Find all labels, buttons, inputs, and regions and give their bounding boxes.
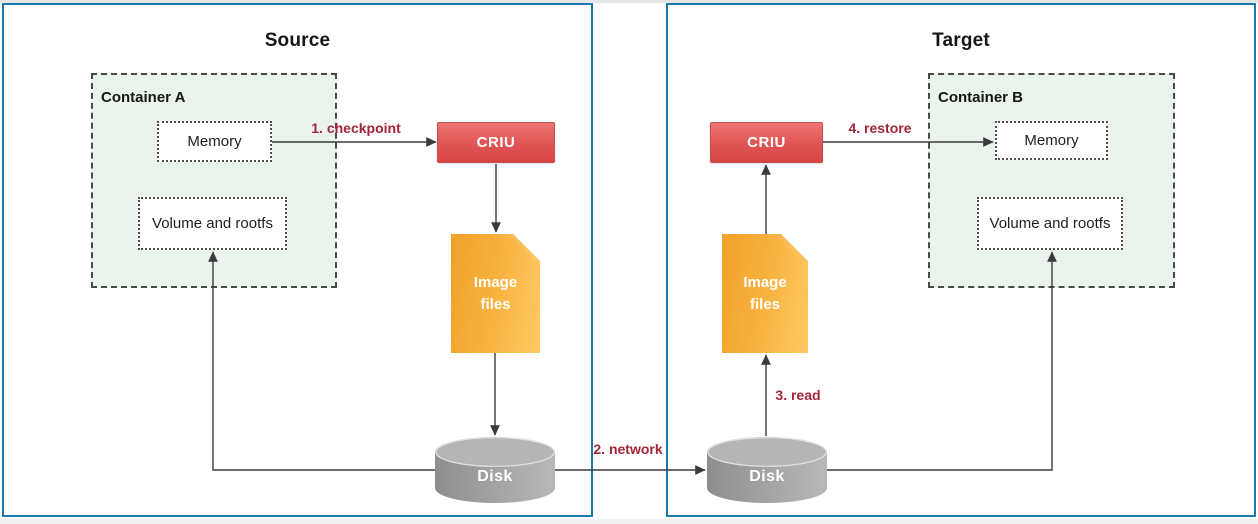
target-disk-cylinder: Disk [707,437,827,503]
source-disk-cylinder: Disk [435,437,555,503]
page-bottom-strip [0,519,1258,524]
step-label-read: 3. read [775,387,821,403]
step-label-checkpoint: 1. checkpoint [311,120,401,136]
target-criu-box: CRIU [710,122,823,163]
container-b-label: Container B [938,89,1024,106]
step-label-restore: 4. restore [848,120,912,136]
target-volume-rootfs-box: Volume and rootfs [977,197,1123,250]
disk-cylinder-shape [707,437,827,503]
container-a-label: Container A [101,89,186,106]
target-image-files-label: Image files [743,273,787,313]
source-panel-title: Source [264,30,331,51]
target-disk-label: Disk [749,468,785,485]
step-label-network: 2. network [593,441,663,457]
disk-cylinder-shape [435,437,555,503]
target-panel-title: Target [932,30,990,51]
source-volume-rootfs-box: Volume and rootfs [138,197,287,250]
source-image-files-label: Image files [473,273,518,313]
source-memory-box: Memory [157,121,272,162]
target-memory-box: Memory [995,121,1108,160]
source-criu-box: CRIU [437,122,555,163]
page-top-strip [0,0,1258,3]
target-image-files-shape: Image files [722,234,808,353]
source-image-files-shape: Image files [451,234,540,353]
source-disk-label: Disk [477,468,513,485]
